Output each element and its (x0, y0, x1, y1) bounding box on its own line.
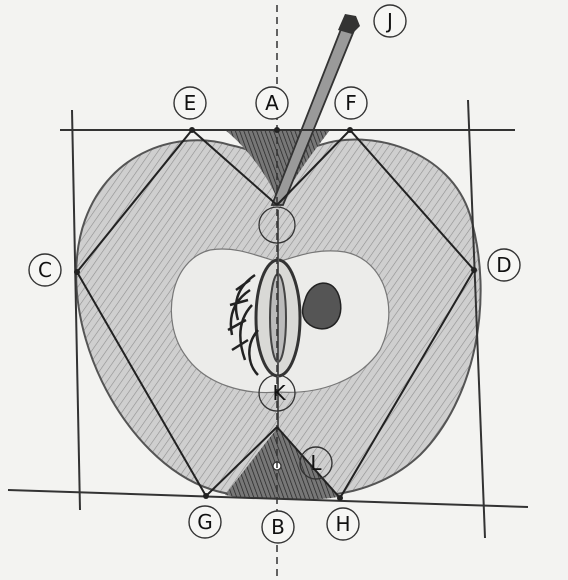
svg-text:G: G (197, 510, 213, 534)
label-c: C (29, 254, 61, 286)
svg-text:H: H (335, 512, 350, 536)
label-e: E (174, 87, 206, 119)
svg-text:K: K (272, 381, 286, 405)
label-f: F (335, 87, 367, 119)
label-g: G (189, 506, 221, 538)
svg-text:B: B (271, 515, 285, 539)
svg-text:A: A (265, 91, 279, 115)
point-f (347, 127, 353, 133)
point-h (337, 495, 343, 501)
point-a (274, 127, 280, 133)
svg-text:L: L (310, 451, 322, 475)
label-h: H (327, 508, 359, 540)
point-d (471, 267, 477, 273)
svg-text:E: E (184, 91, 197, 115)
label-b: B (262, 511, 294, 543)
svg-text:J: J (385, 9, 393, 33)
label-k: K (272, 381, 286, 405)
svg-text:F: F (345, 91, 357, 115)
svg-text:D: D (496, 253, 511, 277)
svg-text:C: C (38, 258, 52, 282)
point-e (189, 127, 195, 133)
label-d: D (488, 249, 520, 281)
point-c (74, 269, 80, 275)
point-g (203, 493, 209, 499)
label-a: A (256, 87, 288, 119)
label-j: J (374, 5, 406, 37)
